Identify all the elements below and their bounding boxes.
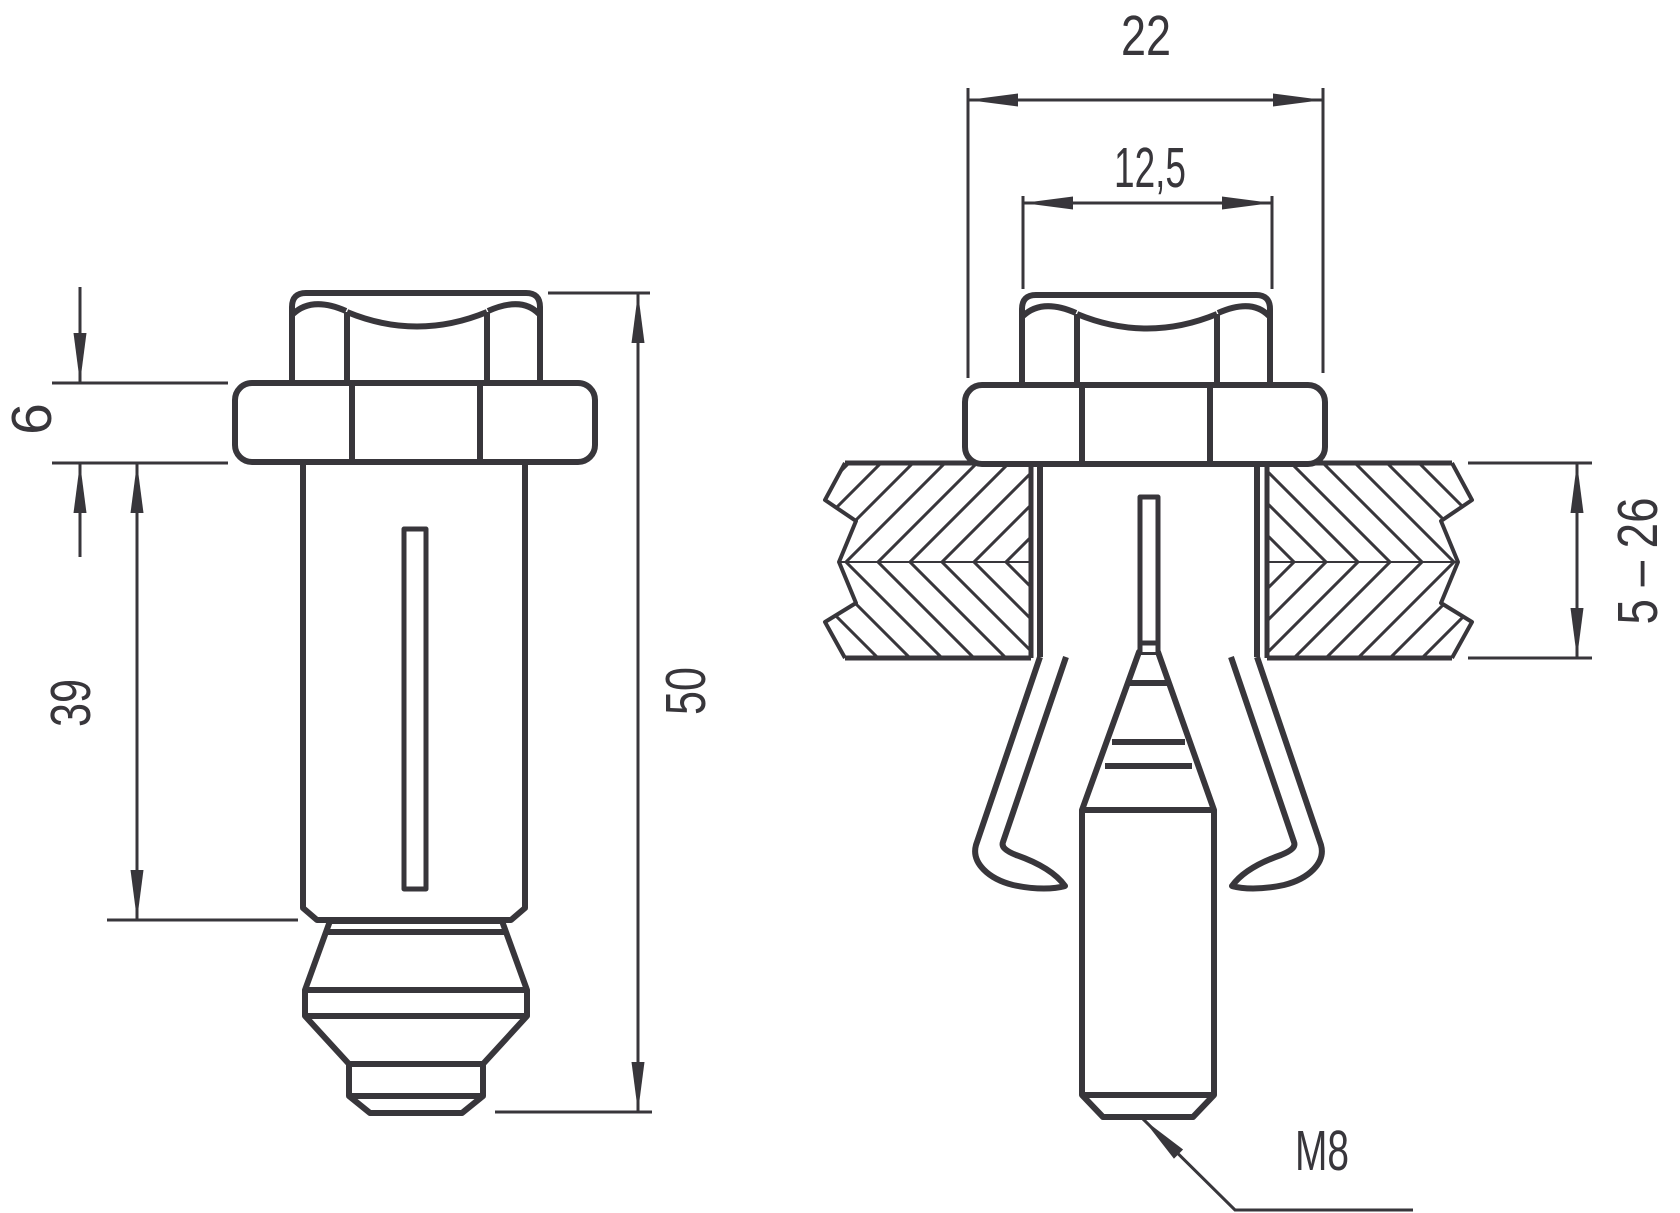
sleeve-tube [1037, 461, 1260, 657]
dim-hex-width: 12,5 [1021, 136, 1274, 289]
expander-cone-edges [305, 929, 527, 1099]
stud-thread-lines [1082, 680, 1214, 1098]
flange-washer [232, 380, 598, 465]
dimensions: 6 39 50 22 12,5 [0, 4, 1670, 1212]
wall-hatch-left-bottom [825, 562, 1031, 658]
dim-label-22: 22 [1121, 4, 1171, 68]
anchor-installed-view [965, 295, 1325, 1120]
dim-label-50: 50 [654, 667, 718, 715]
wall-break-line-right [1439, 462, 1474, 659]
expanded-leg-left [972, 656, 1069, 892]
hex-head-facets [290, 301, 542, 385]
wall-section [823, 460, 1474, 661]
expanded-leg-right [1228, 656, 1325, 892]
dim-label-5-26: 5 – 26 [1606, 498, 1670, 625]
installed-expander-stud [1079, 649, 1217, 1120]
wall-hatch-right-bottom [1267, 562, 1472, 658]
dim-total-length: 50 [495, 291, 718, 1114]
wall-break-line-left [823, 462, 858, 659]
hex-head-and-flange [232, 290, 598, 465]
dim-label-39: 39 [39, 679, 103, 727]
dim-grip-range: 5 – 26 [1468, 461, 1670, 660]
dim-label-6: 6 [0, 403, 64, 435]
dim-sleeve-length: 39 [39, 463, 298, 922]
wall-hatch-right-top [1267, 463, 1472, 562]
expansion-slot [401, 526, 429, 892]
dim-flange-thickness: 6 [0, 287, 228, 557]
hex-head-and-flange-installed [965, 295, 1325, 464]
wall-hatch-left-top [825, 463, 1031, 562]
dim-label-12-5: 12,5 [1114, 136, 1186, 200]
wall-outline [845, 460, 1452, 661]
slot-stem [1137, 494, 1161, 652]
dim-label-m8: M8 [1295, 1119, 1349, 1183]
callout-thread: M8 [1141, 1117, 1413, 1212]
anchor-side-view [232, 290, 598, 1116]
dim-flange-width: 22 [966, 4, 1325, 378]
flange-facets [349, 383, 483, 462]
leader-line [1141, 1117, 1413, 1212]
